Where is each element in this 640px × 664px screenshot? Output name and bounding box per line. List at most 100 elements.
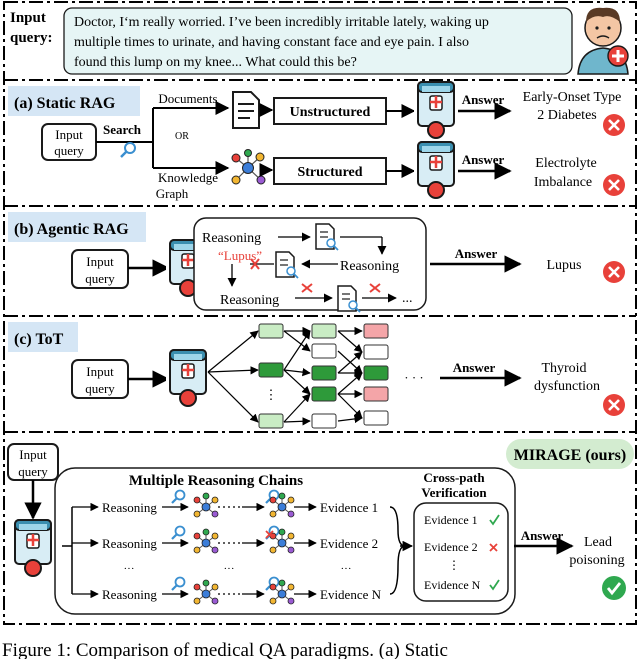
answer-label: Answer [521, 528, 564, 543]
ellipsis: ··· [124, 563, 135, 575]
correct-icon [602, 576, 626, 600]
verify-item: Evidence 1 [424, 513, 478, 527]
input-query-label: Input [86, 254, 114, 269]
reasoning-label: Reasoning [202, 231, 261, 246]
search-label: Search [103, 122, 142, 137]
query-label: query: [10, 30, 53, 46]
answer-label: Answer [453, 360, 496, 375]
knowledge-graph-icon [269, 492, 295, 518]
answer-result: Lead [584, 535, 612, 550]
check-icon [489, 514, 500, 526]
figure-caption: Figure 1: Comparison of medical QA parad… [2, 640, 448, 659]
answer-result: Imbalance [534, 175, 592, 190]
knowledge-graph-icon [231, 149, 266, 185]
reasoning-label: Reasoning [220, 293, 279, 308]
check-icon [489, 579, 500, 591]
answer-result: dysfunction [534, 379, 600, 394]
document-search-icon [275, 251, 299, 279]
reasoning-label: Reasoning [340, 259, 399, 274]
ellipsis: ... [402, 291, 413, 306]
vertical-ellipsis: ⋮ [448, 558, 460, 572]
input-query-label: query [85, 381, 115, 396]
search-icon [120, 142, 136, 158]
wrong-icon [603, 114, 625, 136]
lupus-tag: “Lupus” [218, 248, 262, 263]
tot-edges [207, 326, 363, 426]
input-query-label: query [85, 271, 115, 286]
cross-icon [265, 530, 274, 539]
answer-result: Early-Onset Type [523, 90, 622, 105]
unstructured-box [273, 97, 387, 125]
input-query-label: Input [55, 127, 83, 142]
wrong-icon [603, 174, 625, 196]
unstructured-label: Unstructured [290, 105, 371, 120]
cross-icon [489, 543, 498, 552]
answer-result: 2 Diabetes [537, 108, 596, 123]
section-title-bg [8, 212, 146, 242]
input-query-label: query [54, 143, 84, 158]
structured-label: Structured [297, 165, 362, 180]
kg-label: Graph [156, 186, 189, 201]
knowledge-graph-icon [269, 528, 295, 554]
reasoning-label: Reasoning [102, 587, 157, 602]
wrong-icon [603, 261, 625, 283]
doctor-icon [9, 518, 57, 578]
query-text: found this lump on my knee... What could… [74, 55, 357, 70]
tot-title: (c) ToT [14, 331, 64, 348]
agentic-rag-title: (b) Agentic RAG [14, 221, 129, 238]
section-title-bg [8, 86, 140, 116]
query-text: multiple times to urinate, and having co… [74, 35, 469, 50]
evidence-label: Evidence 1 [320, 500, 378, 515]
search-icon [171, 489, 186, 504]
query-text: Doctor, I‘m really worried. I’ve been in… [74, 15, 489, 30]
query-bubble [63, 7, 573, 75]
reasoning-label: Reasoning [102, 536, 157, 551]
answer-result: poisoning [569, 553, 624, 568]
doctor-icon [164, 348, 212, 408]
search-icon [171, 576, 186, 591]
tot-nodes [258, 323, 389, 429]
input-query-label: query [18, 464, 48, 479]
ellipsis: · · · [404, 370, 424, 385]
ellipsis: ··· [224, 563, 235, 575]
document-search-icon [315, 223, 339, 251]
answer-result: Electrolyte [535, 156, 596, 171]
vertical-ellipsis: ⋮ [265, 387, 278, 402]
verify-item: Evidence N [424, 578, 481, 592]
wrong-icon [603, 394, 625, 416]
answer-result: Lupus [547, 258, 582, 273]
verification-box [413, 502, 509, 602]
answer-label: Answer [462, 152, 505, 167]
evidence-label: Evidence N [320, 587, 382, 602]
outer-frame [3, 1, 637, 625]
input-query-label: Input [19, 447, 47, 462]
document-icon [232, 91, 260, 129]
input-query-label: Input [86, 364, 114, 379]
knowledge-graph-icon [269, 579, 295, 605]
static-rag-title: (a) Static RAG [14, 95, 116, 112]
ellipsis: ··· [341, 563, 352, 575]
verify-title: Cross-path [423, 470, 485, 485]
doctor-icon [412, 140, 460, 200]
reasoning-label: Reasoning [102, 500, 157, 515]
query-label: Input [10, 10, 46, 26]
evidence-label: Evidence 2 [320, 536, 378, 551]
section-title-bg [8, 322, 78, 352]
answer-label: Answer [455, 246, 498, 261]
mirage-badge [506, 439, 634, 469]
answer-label: Answer [462, 92, 505, 107]
patient-avatar [577, 7, 629, 75]
verify-title: Verification [421, 485, 487, 500]
or-label: OR [175, 131, 189, 142]
documents-label: Documents [158, 91, 217, 106]
mirage-title: MIRAGE (ours) [514, 447, 626, 464]
knowledge-graph-icon [193, 492, 219, 518]
chains-title: Multiple Reasoning Chains [129, 473, 303, 489]
verify-item: Evidence 2 [424, 540, 478, 554]
search-icon [171, 525, 186, 540]
knowledge-graph-icon [193, 579, 219, 605]
answer-result: Thyroid [541, 361, 586, 376]
knowledge-graph-icon [193, 528, 219, 554]
